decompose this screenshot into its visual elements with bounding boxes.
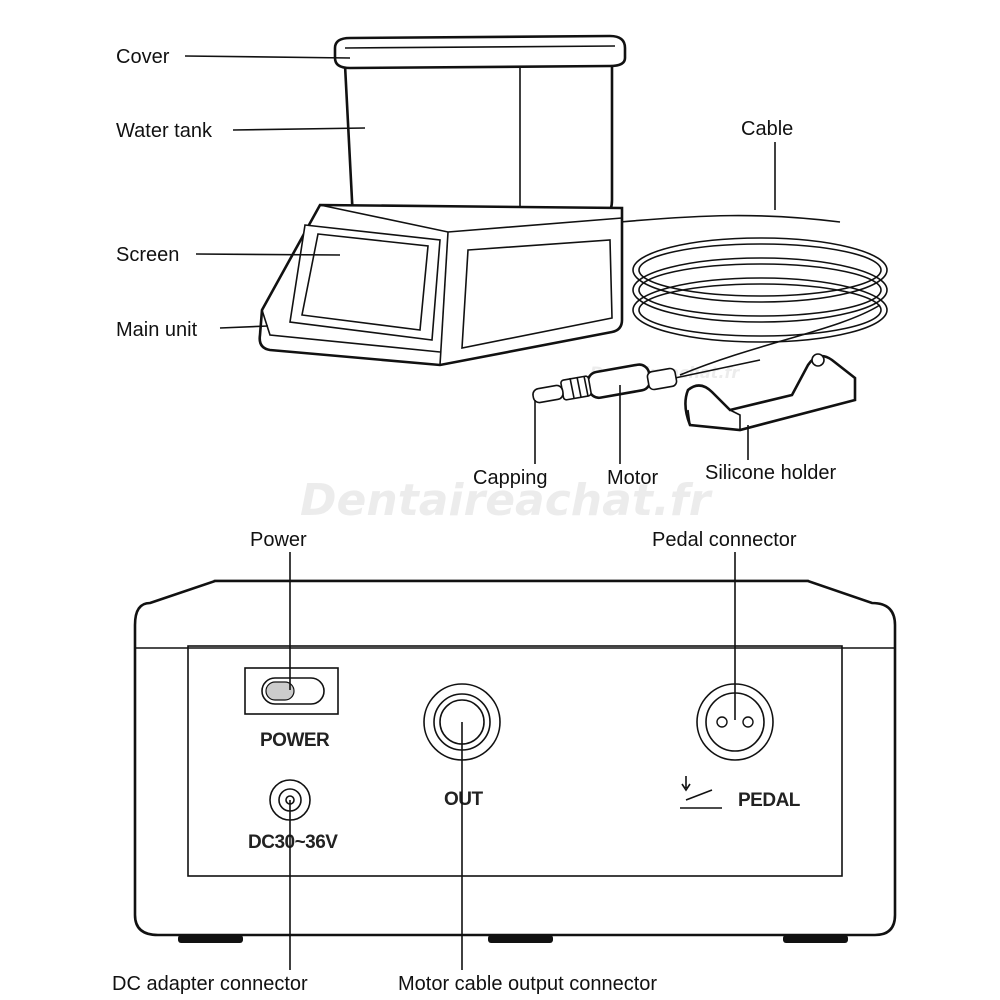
label-capping: Capping	[473, 467, 548, 489]
screen-display	[289, 224, 441, 341]
watermark-large: Dentaireachat.fr	[300, 475, 713, 526]
leader-main-unit	[219, 325, 269, 329]
foot-right	[783, 935, 848, 943]
label-dc-adapter-connector: DC adapter connector	[112, 973, 308, 995]
label-screen: Screen	[116, 244, 179, 266]
panel-label-power: POWER	[260, 730, 330, 751]
foot-left	[178, 935, 243, 943]
label-cable: Cable	[741, 118, 793, 140]
motor-handpiece	[532, 359, 761, 404]
rear-panel	[133, 579, 897, 943]
label-cover: Cover	[116, 46, 170, 68]
main-unit	[258, 203, 624, 367]
leader-screen	[195, 253, 341, 256]
power-switch[interactable]	[244, 667, 339, 715]
water-tank	[343, 58, 614, 224]
panel-label-out: OUT	[444, 789, 484, 810]
foot-center	[488, 935, 553, 943]
leader-water-tank	[232, 127, 366, 131]
label-water-tank: Water tank	[116, 120, 213, 142]
label-main-unit: Main unit	[116, 319, 198, 341]
leader-cover	[184, 55, 351, 59]
panel-label-dc: DC30~36V	[248, 832, 338, 853]
label-power: Power	[250, 529, 307, 551]
label-silicone-holder: Silicone holder	[705, 462, 837, 484]
pedal-socket[interactable]	[696, 683, 774, 761]
label-motor-cable-output-connector: Motor cable output connector	[398, 973, 657, 995]
tank-cover	[333, 34, 627, 70]
silicone-holder	[684, 353, 857, 432]
pedal-icon	[680, 776, 722, 809]
label-pedal-connector: Pedal connector	[652, 529, 797, 551]
panel-label-pedal: PEDAL	[738, 790, 801, 811]
cable-coils	[619, 214, 888, 376]
label-motor: Motor	[607, 467, 658, 489]
